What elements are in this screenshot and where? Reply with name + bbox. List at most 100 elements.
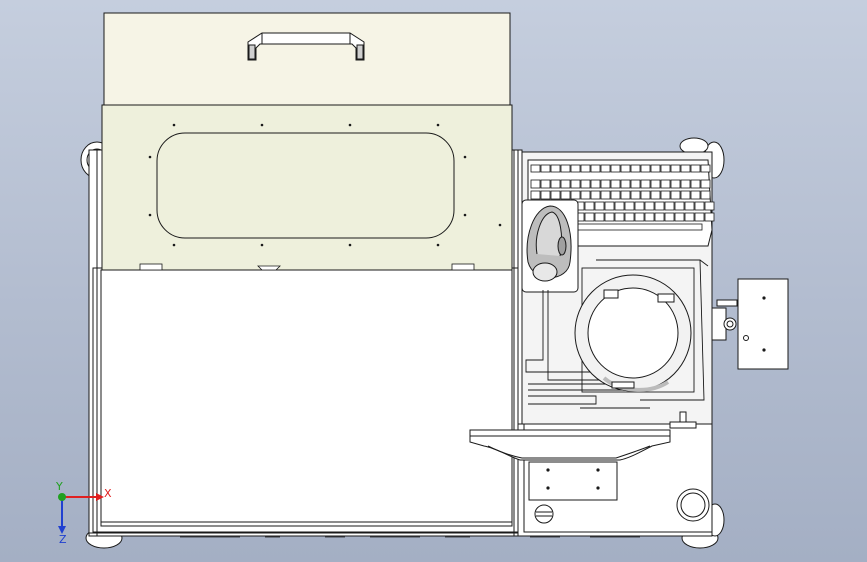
keyboard-key[interactable] <box>540 164 551 173</box>
keyboard-key[interactable] <box>540 190 551 200</box>
keyboard-key[interactable] <box>670 190 681 200</box>
keyboard-key[interactable] <box>690 190 701 200</box>
keyboard-key[interactable] <box>704 201 715 211</box>
keyboard-key[interactable] <box>570 179 581 189</box>
keyboard-key[interactable] <box>670 164 681 173</box>
space-bar[interactable] <box>577 223 703 231</box>
keyboard-key[interactable] <box>590 179 601 189</box>
keyboard-key[interactable] <box>530 164 541 173</box>
keyboard-key[interactable] <box>560 190 571 200</box>
panel-screws <box>148 123 502 247</box>
keyboard-key[interactable] <box>620 190 631 200</box>
keyboard-keys <box>530 164 715 231</box>
mounting-bracket-plate[interactable] <box>737 278 789 370</box>
keyboard-key[interactable] <box>590 190 601 200</box>
keyboard-key[interactable] <box>650 164 661 173</box>
keyboard-key[interactable] <box>550 179 561 189</box>
keyboard-key[interactable] <box>700 190 711 200</box>
keyboard-key[interactable] <box>624 212 635 222</box>
keyboard-key[interactable] <box>600 179 611 189</box>
keyboard-key[interactable] <box>690 164 701 173</box>
keyboard-key[interactable] <box>650 179 661 189</box>
keyboard-key[interactable] <box>604 201 615 211</box>
keyboard-key[interactable] <box>694 201 705 211</box>
keyboard-key[interactable] <box>530 179 541 189</box>
round-tank[interactable] <box>574 274 692 392</box>
keyboard-key[interactable] <box>674 212 685 222</box>
keyboard-key[interactable] <box>560 179 571 189</box>
keyboard-key[interactable] <box>594 201 605 211</box>
cover-lid[interactable] <box>103 12 511 106</box>
keyboard-key[interactable] <box>594 212 605 222</box>
cable-channels <box>525 259 709 409</box>
keyboard-key[interactable] <box>684 201 695 211</box>
keyboard-key[interactable] <box>664 212 675 222</box>
lower-plate <box>528 461 618 501</box>
keyboard-key[interactable] <box>584 212 595 222</box>
keyboard-key[interactable] <box>580 190 591 200</box>
keyboard-key[interactable] <box>610 164 621 173</box>
keyboard-key[interactable] <box>590 164 601 173</box>
keyboard-key[interactable] <box>660 164 671 173</box>
keyboard-key[interactable] <box>654 212 665 222</box>
keyboard-key[interactable] <box>640 190 651 200</box>
keyboard-key[interactable] <box>630 164 641 173</box>
z-axis-label: Z <box>59 533 67 546</box>
keyboard-key[interactable] <box>684 212 695 222</box>
keyboard-key[interactable] <box>640 164 651 173</box>
keyboard-key[interactable] <box>634 212 645 222</box>
sample-tray[interactable] <box>469 411 697 461</box>
keyboard-key[interactable] <box>540 179 551 189</box>
keyboard-key[interactable] <box>660 179 671 189</box>
keyboard-key[interactable] <box>704 212 715 222</box>
keyboard-key[interactable] <box>614 201 625 211</box>
y-axis-label: Y <box>55 480 63 493</box>
keyboard-key[interactable] <box>600 190 611 200</box>
keyboard-key[interactable] <box>694 212 705 222</box>
keyboard-key[interactable] <box>644 212 655 222</box>
keyboard-key[interactable] <box>650 190 661 200</box>
keyboard-key[interactable] <box>620 164 631 173</box>
keyboard-key[interactable] <box>614 212 625 222</box>
keyboard-key[interactable] <box>674 201 685 211</box>
keyboard-key[interactable] <box>630 190 641 200</box>
keyboard-key[interactable] <box>634 201 645 211</box>
keyboard-key[interactable] <box>584 201 595 211</box>
keyboard-key[interactable] <box>644 201 655 211</box>
y-axis-origin <box>58 493 66 501</box>
keyboard-key[interactable] <box>654 201 665 211</box>
keyboard-key[interactable] <box>624 201 635 211</box>
keyboard-key[interactable] <box>670 179 681 189</box>
keyboard-key[interactable] <box>664 201 675 211</box>
keyboard-key[interactable] <box>550 164 561 173</box>
keyboard-key[interactable] <box>560 164 571 173</box>
keyboard-key[interactable] <box>610 190 621 200</box>
keyboard-key[interactable] <box>630 179 641 189</box>
drain-port[interactable] <box>676 488 710 522</box>
side-connector[interactable] <box>711 299 738 341</box>
keyboard-key[interactable] <box>640 179 651 189</box>
keyboard-key[interactable] <box>580 179 591 189</box>
keyboard-key[interactable] <box>700 164 711 173</box>
carry-handle[interactable] <box>247 32 365 61</box>
coordinate-triad: X Y Z <box>55 480 112 546</box>
keyboard-key[interactable] <box>680 164 691 173</box>
keyboard-key[interactable] <box>604 212 615 222</box>
keyboard-key[interactable] <box>610 179 621 189</box>
keyboard-key[interactable] <box>700 179 711 189</box>
viewing-window[interactable] <box>156 132 455 239</box>
keyboard-key[interactable] <box>580 164 591 173</box>
mouse[interactable] <box>521 199 579 293</box>
keyboard-key[interactable] <box>620 179 631 189</box>
keyboard-key[interactable] <box>680 179 691 189</box>
keyboard-key[interactable] <box>680 190 691 200</box>
keyboard-key[interactable] <box>600 164 611 173</box>
keyboard-key[interactable] <box>690 179 701 189</box>
keyboard-key[interactable] <box>660 190 671 200</box>
keyboard-key[interactable] <box>550 190 561 200</box>
keyboard-key[interactable] <box>570 190 581 200</box>
keyboard-key[interactable] <box>570 164 581 173</box>
keyboard-key[interactable] <box>530 190 541 200</box>
